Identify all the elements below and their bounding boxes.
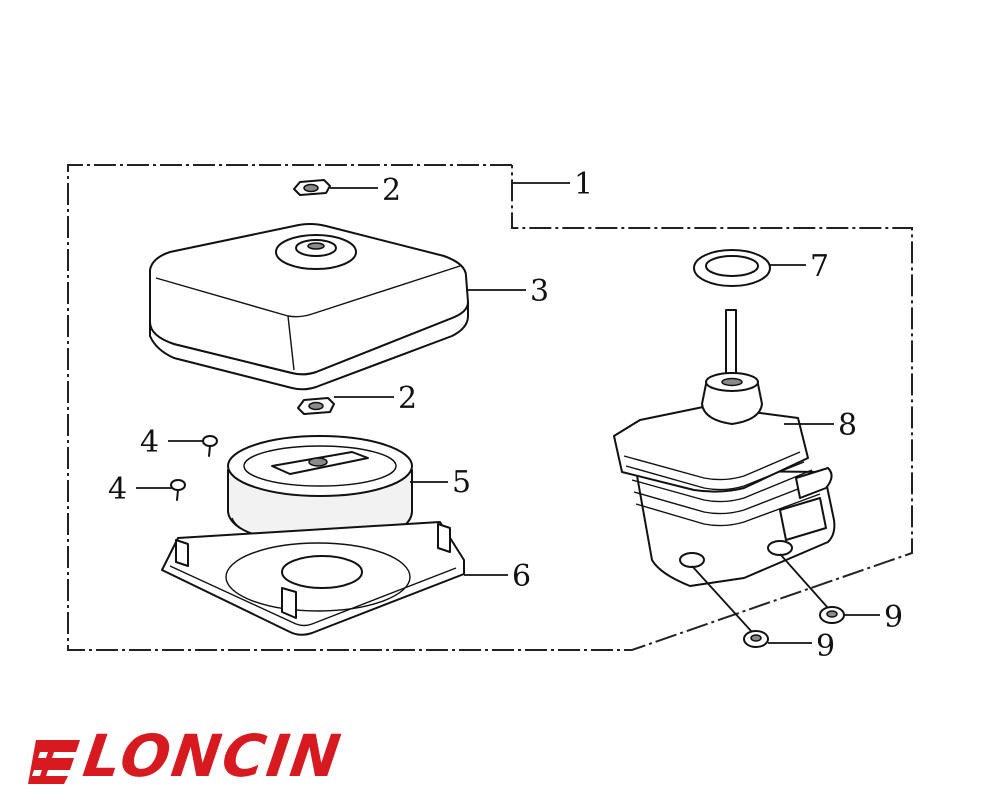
loncin-logo: LONCIN [22, 722, 392, 792]
callout-4-upper: 4 [140, 425, 159, 460]
callout-9-right: 9 [884, 600, 903, 635]
callout-3: 3 [530, 274, 549, 309]
leader-lines [136, 182, 880, 644]
part-2-lower-clip [297, 397, 335, 415]
part-5-filter-element [227, 435, 413, 547]
brand-name: LONCIN [79, 722, 347, 790]
callout-2-lower: 2 [398, 381, 417, 416]
part-9-nut-right [819, 606, 845, 624]
part-2-top-clip [293, 179, 331, 196]
part-4-screw-lower [170, 479, 186, 501]
part-9-nut-left [743, 630, 769, 648]
callout-4-lower: 4 [108, 472, 127, 507]
loncin-logo-mark-icon [28, 740, 80, 784]
callout-2-top: 2 [382, 173, 401, 208]
part-7-seal-ring [693, 249, 771, 287]
part-6-base [161, 521, 465, 636]
part-8-case [613, 309, 836, 587]
part-4-screw-upper [202, 435, 218, 457]
callout-7: 7 [810, 249, 829, 284]
callout-6: 6 [512, 559, 531, 594]
callout-9-left: 9 [816, 629, 835, 664]
assembly-boundary [67, 164, 913, 651]
callout-1: 1 [574, 167, 593, 202]
part-3-cover [149, 223, 469, 391]
callout-5: 5 [452, 465, 471, 500]
callout-8: 8 [838, 408, 857, 443]
